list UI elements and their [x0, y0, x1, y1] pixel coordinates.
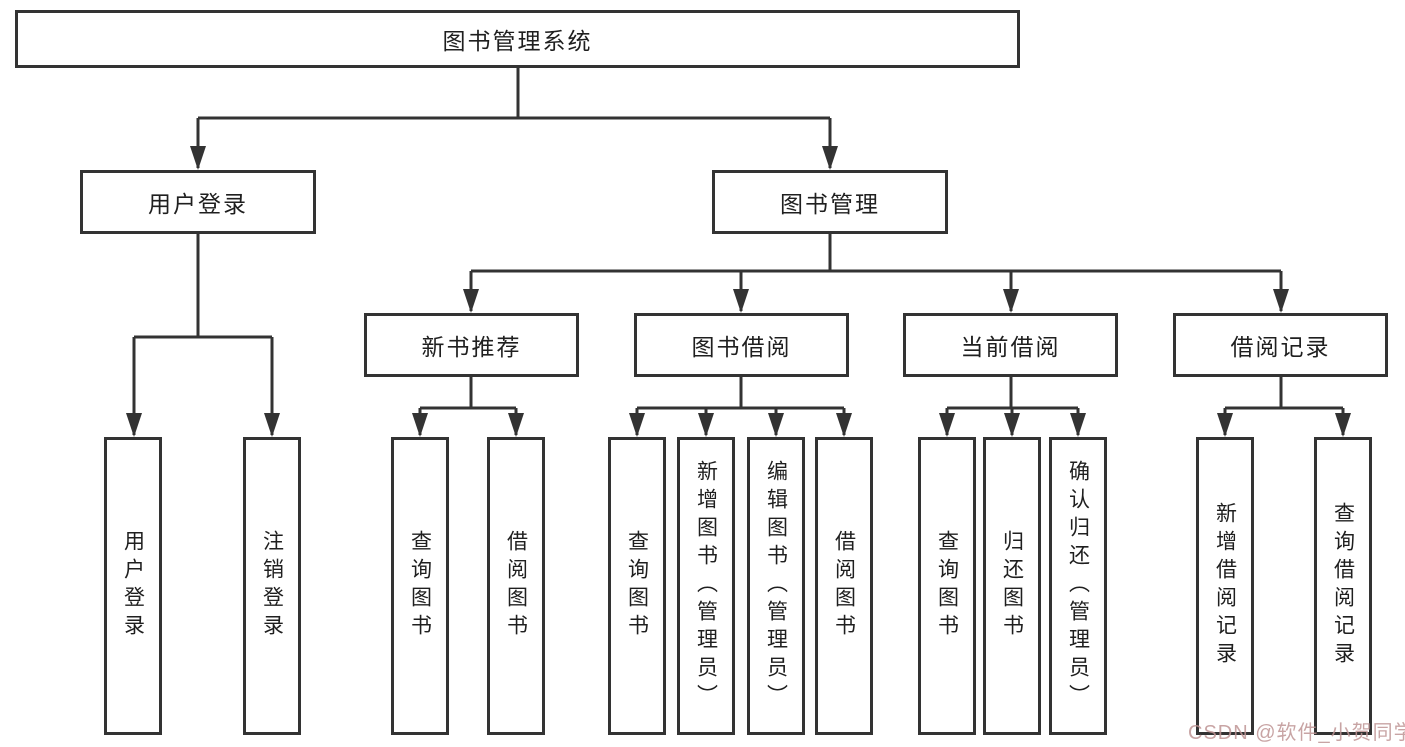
node-label: 新书推荐: [421, 334, 522, 360]
leaf-label: 新增借阅记录: [1213, 502, 1237, 670]
leaf-label: 查询图书: [408, 530, 432, 642]
node-current-borrowing: 当前借阅: [903, 313, 1118, 377]
node-label: 图书管理: [780, 191, 880, 217]
leaf-label: 查询图书: [935, 530, 959, 642]
leaf-borrowing-query-books: 查询图书: [608, 437, 666, 735]
leaf-label: 注销登录: [260, 530, 284, 642]
leaf-label: 用户登录: [121, 530, 145, 642]
node-label: 图书借阅: [691, 334, 792, 360]
leaf-logout: 注销登录: [243, 437, 301, 735]
node-borrowing-records: 借阅记录: [1173, 313, 1388, 377]
leaf-recommend-borrow-books: 借阅图书: [487, 437, 545, 735]
node-user-login: 用户登录: [80, 170, 316, 234]
leaf-borrowing-borrow-books: 借阅图书: [815, 437, 873, 735]
leaf-label: 借阅图书: [504, 530, 528, 642]
node-label: 图书管理系统: [442, 28, 593, 54]
leaf-label: 借阅图书: [832, 530, 856, 642]
leaf-recommend-query-books: 查询图书: [391, 437, 449, 735]
arrowhead-icons: [126, 146, 1351, 437]
leaf-return-books: 归还图书: [983, 437, 1041, 735]
node-library-system: 图书管理系统: [15, 10, 1020, 68]
leaf-label: 归还图书: [1000, 530, 1024, 642]
node-label: 当前借阅: [960, 334, 1061, 360]
csdn-watermark: CSDN @软件_小贺同学: [1188, 722, 1405, 744]
leaf-user-login: 用户登录: [104, 437, 162, 735]
leaf-label: 确认归还（管理员）: [1066, 460, 1090, 712]
tree-connector-lines: [132, 68, 1345, 435]
node-book-borrowing: 图书借阅: [634, 313, 849, 377]
leaf-query-borrow-record: 查询借阅记录: [1314, 437, 1372, 735]
node-label: 用户登录: [148, 191, 248, 217]
node-label: 借阅记录: [1230, 334, 1331, 360]
leaf-label: 新增图书（管理员）: [694, 460, 718, 712]
leaf-label: 查询借阅记录: [1331, 502, 1355, 670]
leaf-current-query-books: 查询图书: [918, 437, 976, 735]
leaf-edit-book-admin: 编辑图书（管理员）: [747, 437, 805, 735]
leaf-label: 编辑图书（管理员）: [764, 460, 788, 712]
node-new-book-recommendation: 新书推荐: [364, 313, 579, 377]
leaf-add-book-admin: 新增图书（管理员）: [677, 437, 735, 735]
leaf-add-borrow-record: 新增借阅记录: [1196, 437, 1254, 735]
leaf-confirm-return-admin: 确认归还（管理员）: [1049, 437, 1107, 735]
leaf-label: 查询图书: [625, 530, 649, 642]
node-book-management: 图书管理: [712, 170, 948, 234]
